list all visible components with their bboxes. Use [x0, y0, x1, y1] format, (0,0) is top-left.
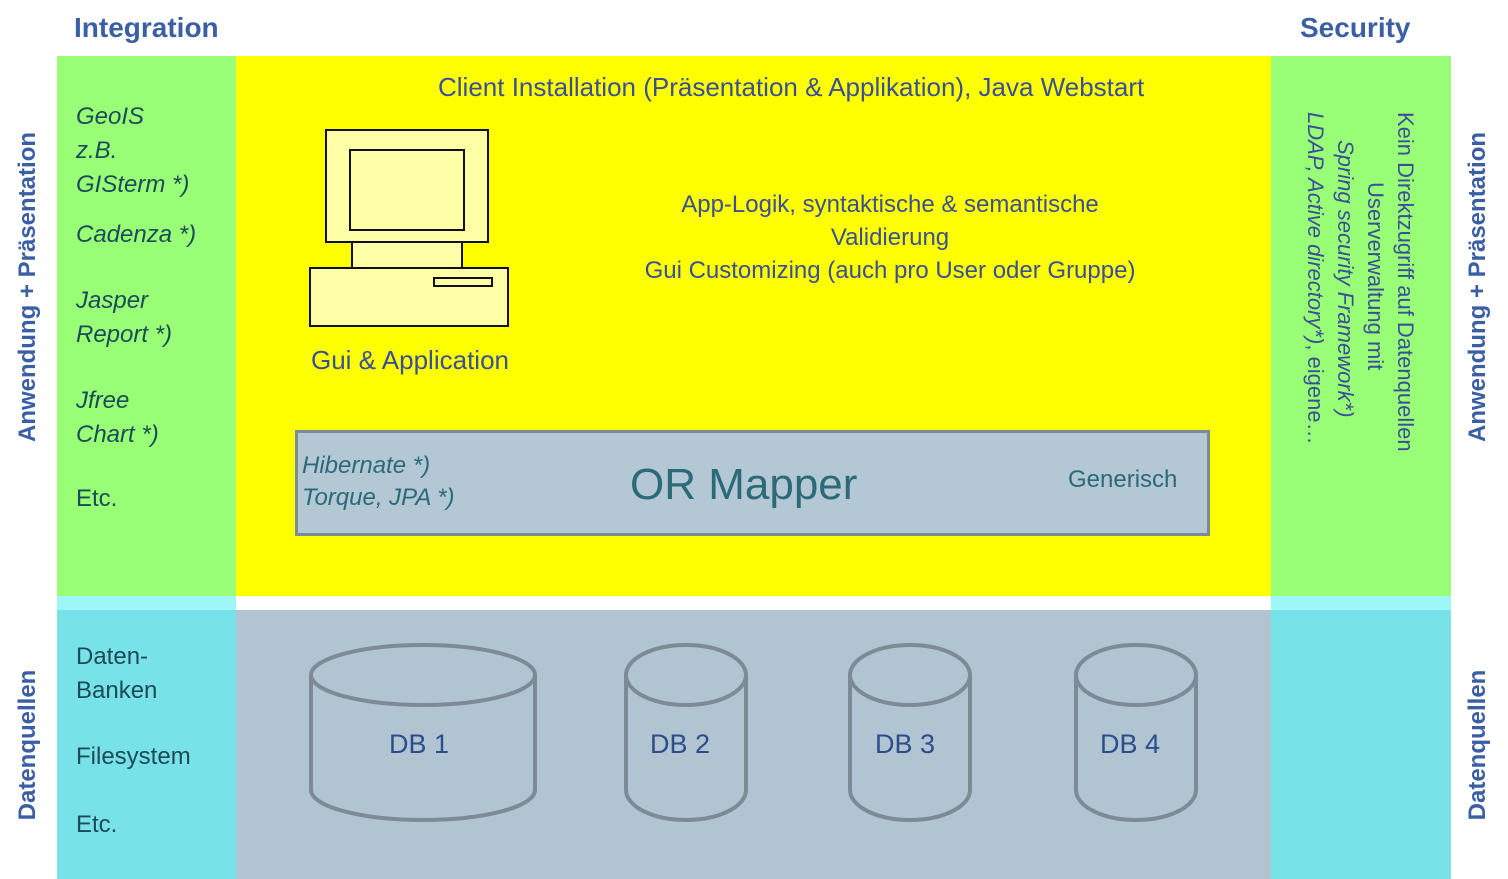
security-line: Spring security Framework*) — [1333, 140, 1358, 418]
db1-cylinder-icon — [309, 643, 537, 822]
divider-strip-left — [57, 596, 236, 610]
datasource-list-panel — [57, 610, 236, 879]
or-mapper-frameworks: Hibernate *) Torque, JPA *) — [302, 450, 455, 514]
db3-label: DB 3 — [875, 729, 936, 759]
side-label-right-bottom: Datenquellen — [1464, 669, 1491, 821]
or-mapper-framework: Torque, JPA *) — [302, 484, 455, 511]
integration-item-text: Cadenza *) — [76, 221, 197, 248]
client-description-line: Gui Customizing (auch pro User oder Grup… — [644, 257, 1136, 284]
db2-label: DB 2 — [650, 729, 711, 759]
client-description-line: Validierung — [830, 224, 950, 251]
db3-cylinder-icon — [848, 643, 972, 822]
security-panel — [1271, 56, 1451, 596]
security-line-italic: LDAP, Active directory*) — [1303, 112, 1328, 345]
database-panel — [236, 610, 1271, 879]
integration-panel — [57, 56, 236, 596]
side-label-left-bottom: Datenquellen — [14, 669, 41, 821]
datasource-item: Filesystem — [76, 743, 191, 770]
security-line: LDAP, Active directory*), eigene… — [1300, 112, 1330, 452]
security-line: Userverwaltung mit — [1363, 182, 1388, 371]
client-title: Client Installation (Präsentation & Appl… — [438, 72, 1145, 102]
security-header: Security — [1300, 12, 1411, 43]
security-line: Kein Direktzugriff auf Datenquellen — [1393, 112, 1418, 452]
security-line-rest: , eigene… — [1303, 344, 1328, 445]
integration-item-geois: GeoIS z.B. GISterm *) — [76, 100, 196, 202]
datasource-list: Daten- Banken Filesystem Etc. — [76, 640, 191, 842]
side-label-left-top: Anwendung + Präsentation — [14, 131, 41, 443]
integration-item-cadenza: Cadenza *) — [76, 218, 196, 252]
datasource-item: Etc. — [76, 811, 118, 838]
integration-item-text: GISterm *) — [76, 171, 190, 198]
client-description: App-Logik, syntaktische & semantische Va… — [560, 188, 1220, 287]
integration-item-text: Jfree — [76, 387, 130, 414]
datasource-item: Daten- — [76, 643, 149, 670]
integration-item-text: Jasper — [76, 287, 149, 314]
client-description-line: App-Logik, syntaktische & semantische — [681, 191, 1099, 218]
or-mapper-box — [295, 430, 1210, 536]
datasource-item: Banken — [76, 677, 158, 704]
integration-item-text: Report *) — [76, 321, 173, 348]
integration-list: GeoIS z.B. GISterm *) Cadenza *) Jasper … — [76, 100, 196, 516]
db4-label: DB 4 — [1100, 729, 1161, 759]
integration-item-jfree: Jfree Chart *) — [76, 384, 196, 452]
integration-item-etc: Etc. — [76, 482, 196, 516]
db4-cylinder-icon — [1074, 643, 1198, 822]
integration-item-jasper: Jasper Report *) — [76, 284, 196, 352]
integration-item-text: Etc. — [76, 485, 118, 512]
integration-item-text: GeoIS — [76, 103, 145, 130]
or-mapper-framework: Hibernate *) — [302, 452, 431, 479]
computer-label: Gui & Application — [310, 345, 509, 375]
or-mapper-generic: Generisch — [1068, 466, 1178, 493]
db2-cylinder-icon — [624, 643, 748, 822]
or-mapper-title: OR Mapper — [630, 460, 858, 509]
security-datasource-panel — [1271, 610, 1451, 879]
divider-strip-right — [1271, 596, 1451, 610]
side-label-right-top: Anwendung + Präsentation — [1464, 131, 1491, 443]
computer-icon — [309, 129, 509, 327]
integration-item-text: Chart *) — [76, 421, 159, 448]
security-text: Kein Direktzugriff auf Datenquellen User… — [1300, 112, 1420, 452]
integration-item-text: z.B. — [76, 137, 118, 164]
integration-header: Integration — [74, 12, 219, 43]
database-icons — [309, 643, 1198, 822]
db1-label: DB 1 — [389, 729, 450, 759]
